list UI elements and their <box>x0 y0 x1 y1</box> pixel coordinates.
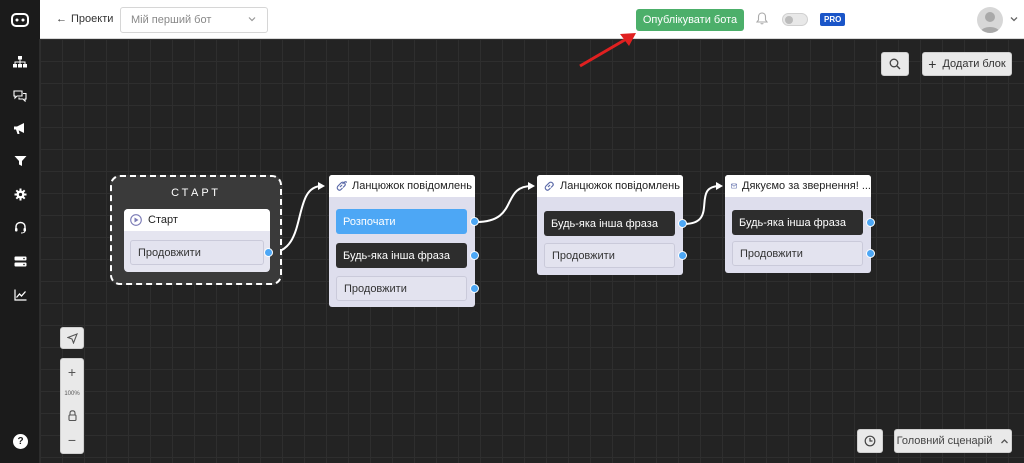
pointer-tool-button[interactable] <box>60 327 84 349</box>
add-block-button[interactable]: + Додати блок <box>922 52 1012 76</box>
sidebar: ? <box>0 39 40 463</box>
filter-icon <box>14 155 27 167</box>
search-icon <box>889 58 901 70</box>
add-block-label: Додати блок <box>942 58 1005 70</box>
row-label: Продовжити <box>552 250 615 262</box>
button-row-continue[interactable]: Продовжити <box>544 243 675 268</box>
lock-button[interactable] <box>61 407 83 423</box>
message-chain-block[interactable]: Ланцюжок повідомлень Розпочати Будь-яка … <box>329 175 475 307</box>
chevron-down-icon <box>247 14 257 24</box>
block-header: Ланцюжок повідомлень <box>329 175 475 197</box>
start-continue-label: Продовжити <box>138 247 201 259</box>
megaphone-icon <box>13 122 27 135</box>
port-start-continue[interactable] <box>264 248 273 257</box>
start-card-header: Старт <box>124 209 270 231</box>
block-title: Ланцюжок повідомлень <box>352 180 472 192</box>
block-header: Ланцюжок повідомлень <box>537 175 683 197</box>
search-button[interactable] <box>881 52 909 76</box>
sidebar-item-filter[interactable] <box>12 153 28 169</box>
port-block1-any-phrase[interactable] <box>470 251 479 260</box>
start-card-title: Старт <box>148 214 178 226</box>
zoom-out-button[interactable]: − <box>61 431 83 449</box>
row-label: Будь-яка інша фраза <box>551 218 658 230</box>
back-link-label: Проекти <box>71 13 113 25</box>
block-title: Дякуємо за звернення! ... <box>742 180 871 192</box>
scenario-selector[interactable]: Головний сценарій <box>894 429 1012 453</box>
headset-icon <box>14 221 27 234</box>
sidebar-item-support[interactable] <box>12 219 28 235</box>
mode-toggle[interactable] <box>782 13 808 26</box>
button-row-start[interactable]: Розпочати <box>336 209 467 234</box>
message-chain-block[interactable]: Ланцюжок повідомлень Будь-яка інша фраза… <box>537 175 683 275</box>
button-row-any-phrase[interactable]: Будь-яка інша фраза <box>336 243 467 268</box>
back-to-projects-link[interactable]: ← Проекти <box>56 13 113 25</box>
zoom-controls: + 100% − <box>60 358 84 454</box>
chevron-down-icon[interactable] <box>1009 14 1019 24</box>
link-chain-icon <box>543 180 555 192</box>
toggle-knob <box>785 16 793 24</box>
port-block3-continue[interactable] <box>866 249 875 258</box>
start-continue-button[interactable]: Продовжити <box>130 240 264 265</box>
start-card[interactable]: Старт Продовжити <box>124 209 270 272</box>
arrow-left-icon: ← <box>56 13 67 25</box>
row-label: Будь-яка інша фраза <box>739 217 846 229</box>
sidebar-item-settings[interactable] <box>12 186 28 202</box>
lock-icon <box>68 410 77 421</box>
navigation-arrow-icon <box>67 333 78 344</box>
button-row-continue[interactable]: Продовжити <box>336 276 467 301</box>
port-block1-continue[interactable] <box>470 284 479 293</box>
port-block2-any-phrase[interactable] <box>678 219 687 228</box>
port-block2-continue[interactable] <box>678 251 687 260</box>
envelope-icon <box>731 181 737 191</box>
button-row-any-phrase[interactable]: Будь-яка інша фраза <box>544 211 675 236</box>
logo-icon <box>11 13 29 27</box>
button-row-any-phrase[interactable]: Будь-яка інша фраза <box>732 210 863 235</box>
port-block3-any-phrase[interactable] <box>866 218 875 227</box>
history-button[interactable] <box>857 429 883 453</box>
chevron-up-icon <box>1000 437 1009 446</box>
row-label: Будь-яка інша фраза <box>343 250 450 262</box>
zoom-in-button[interactable]: + <box>61 363 83 381</box>
publish-bot-button[interactable]: Опублікувати бота <box>636 9 744 31</box>
pro-badge: PRO <box>820 13 845 26</box>
sidebar-item-chats[interactable] <box>12 87 28 103</box>
bot-selector[interactable]: Мій перший бот <box>120 7 268 33</box>
button-row-continue[interactable]: Продовжити <box>732 241 863 266</box>
avatar[interactable] <box>977 7 1003 33</box>
sidebar-item-integrations[interactable] <box>12 253 28 269</box>
row-label: Розпочати <box>343 216 396 228</box>
start-block-title: СТАРТ <box>112 187 280 199</box>
link-chain-icon <box>335 180 347 192</box>
row-label: Продовжити <box>344 283 407 295</box>
block-header: Дякуємо за звернення! ... <box>725 175 871 197</box>
clock-icon <box>864 435 876 447</box>
start-block[interactable]: СТАРТ Старт Продовжити <box>110 175 282 285</box>
sitemap-icon <box>13 56 27 68</box>
port-block1-start[interactable] <box>470 217 479 226</box>
scenario-label: Головний сценарій <box>897 435 993 447</box>
top-bar: ← Проекти Мій перший бот Опублікувати бо… <box>0 0 1024 39</box>
app-logo[interactable] <box>0 0 40 39</box>
user-silhouette-icon <box>977 7 1003 33</box>
server-icon <box>14 256 27 267</box>
analytics-icon <box>14 289 27 301</box>
row-label: Продовжити <box>740 248 803 260</box>
sidebar-item-analytics[interactable] <box>12 287 28 303</box>
help-icon[interactable]: ? <box>13 434 28 449</box>
zoom-level: 100% <box>61 389 83 399</box>
plus-icon: + <box>928 59 936 69</box>
block-title: Ланцюжок повідомлень <box>560 180 680 192</box>
gear-icon <box>14 188 27 201</box>
play-icon <box>130 214 142 226</box>
bot-selector-value: Мій перший бот <box>131 14 211 26</box>
chat-icon <box>13 89 27 102</box>
bell-icon[interactable] <box>756 12 768 25</box>
thanks-message-block[interactable]: Дякуємо за звернення! ... Будь-яка інша … <box>725 175 871 273</box>
sidebar-item-broadcasts[interactable] <box>12 120 28 136</box>
sidebar-item-structure[interactable] <box>12 54 28 70</box>
